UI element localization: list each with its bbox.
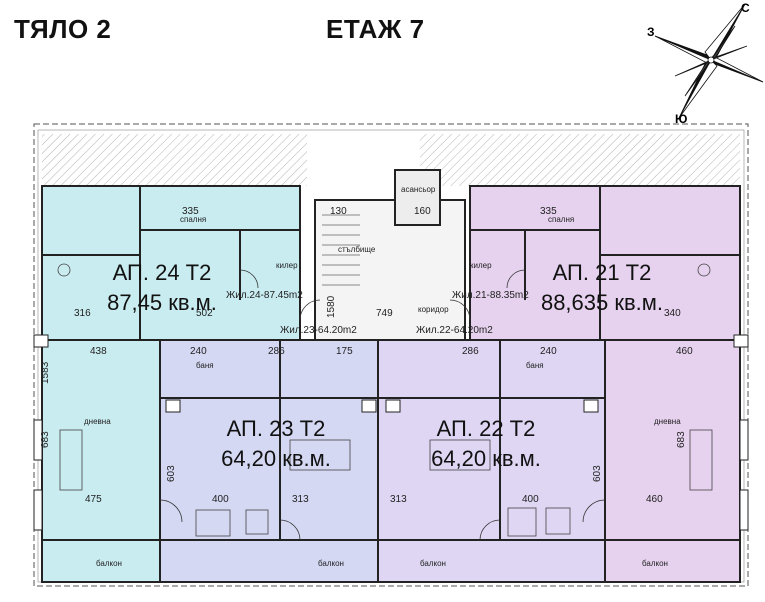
apt-24-label: АП. 24 Т2 87,45 кв.м. (92, 258, 232, 318)
apt-21-label: АП. 21 Т2 88,635 кв.м. (522, 258, 682, 318)
dim-335-right: 335 (540, 206, 557, 217)
dim-130: 130 (330, 206, 347, 217)
dim-603-right: 603 (592, 465, 603, 482)
elevator-label: асансьор (401, 185, 436, 194)
apt-24-area-text: 87,45 кв.м. (107, 290, 217, 315)
dim-286-left: 286 (268, 346, 285, 357)
dim-316: 316 (74, 308, 91, 319)
living-label-24: дневна (84, 417, 111, 426)
apt-21-area-text: 88,635 кв.м. (540, 290, 664, 315)
apt-23-label: АП. 23 Т2 64,20 кв.м. (208, 414, 344, 474)
dim-400-left: 400 (212, 494, 229, 505)
compass-rose-icon: С З Ю (647, 1, 764, 125)
dim-1583: 1583 (40, 361, 51, 384)
building-title: ТЯЛО 2 (14, 14, 112, 44)
closet-label-24: килер (276, 261, 298, 270)
apt-22-name: АП. 22 Т2 (436, 416, 536, 441)
dim-603-left: 603 (166, 465, 177, 482)
apt-23-name: АП. 23 Т2 (226, 416, 326, 441)
dim-313-right: 313 (390, 494, 407, 505)
plan-label-apt-24: Жил.24-87.45m2 (226, 290, 303, 301)
dim-313-left: 313 (292, 494, 309, 505)
apt-21-name: АП. 21 Т2 (552, 260, 652, 285)
floor-title: ЕТАЖ 7 (326, 14, 425, 44)
dim-240-left: 240 (190, 346, 207, 357)
dim-160: 160 (414, 206, 431, 217)
stair-label: стълбище (338, 245, 376, 254)
apt-24-name: АП. 24 Т2 (112, 260, 212, 285)
plan-label-apt-23: Жил.23-64.20m2 (280, 325, 357, 336)
dim-475: 475 (85, 494, 102, 505)
dim-175: 175 (336, 346, 353, 357)
bath-label-23: баня (196, 361, 214, 370)
bedroom-label-21: спалня (548, 215, 574, 224)
balcony-label-24: балкон (96, 559, 122, 568)
balcony-label-21: балкон (642, 559, 668, 568)
dim-460-top: 460 (676, 346, 693, 357)
living-label-21: дневна (654, 417, 681, 426)
compass-north-label: С (741, 1, 750, 15)
dim-683-right: 683 (676, 431, 687, 448)
compass-south-label: Ю (675, 112, 687, 125)
compass-west-label: З (647, 25, 655, 39)
plan-label-apt-21: Жил.21-88.35m2 (452, 290, 529, 301)
apt-22-label: АП. 22 Т2 64,20 кв.м. (418, 414, 554, 474)
dim-460-bottom: 460 (646, 494, 663, 505)
bedroom-label-24: спалня (180, 215, 206, 224)
dim-683-left: 683 (40, 431, 51, 448)
dim-438: 438 (90, 346, 107, 357)
bath-label-22: баня (526, 361, 544, 370)
plan-label-apt-22: Жил.22-64.20m2 (416, 325, 493, 336)
dim-240-right: 240 (540, 346, 557, 357)
dim-400-right: 400 (522, 494, 539, 505)
apt-22-area-text: 64,20 кв.м. (431, 446, 541, 471)
dim-340: 340 (664, 308, 681, 319)
corridor-label: коридор (418, 305, 449, 314)
apt-23-area-text: 64,20 кв.м. (221, 446, 331, 471)
dim-335-left: 335 (182, 206, 199, 217)
balcony-label-23: балкон (318, 559, 344, 568)
dim-502: 502 (196, 308, 213, 319)
dim-1580: 1580 (326, 295, 337, 318)
dim-749: 749 (376, 308, 393, 319)
balcony-label-22: балкон (420, 559, 446, 568)
closet-label-21: килер (470, 261, 492, 270)
dim-286-right: 286 (462, 346, 479, 357)
